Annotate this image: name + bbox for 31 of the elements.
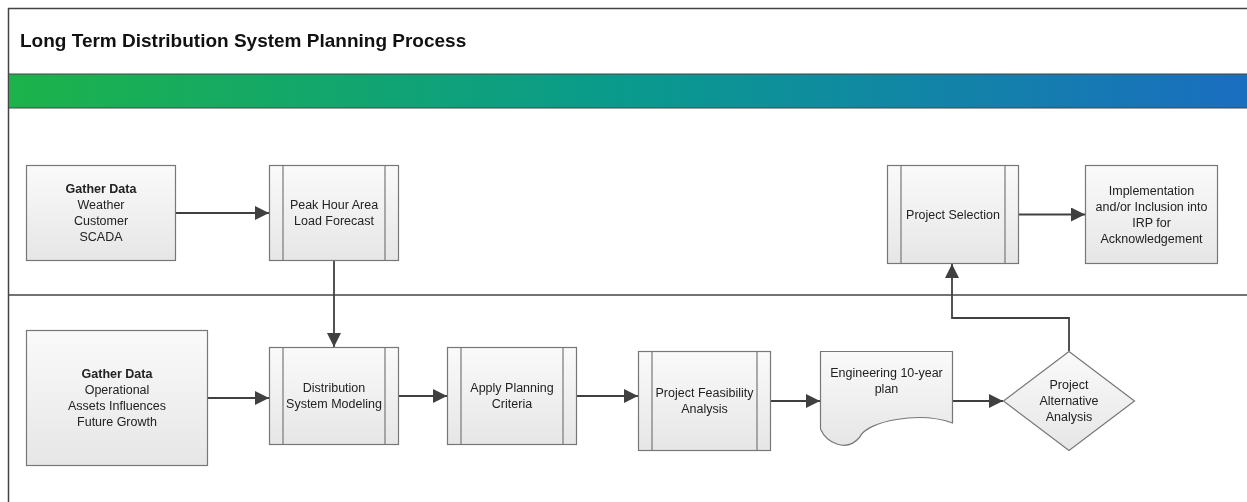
node-label: Apply Planning Criteria <box>469 380 555 412</box>
process-box <box>26 165 176 261</box>
arrow <box>327 260 341 348</box>
node-label: Project Feasibility Analysis <box>654 385 755 417</box>
predefined-process-box <box>887 165 1019 264</box>
predefined-process-box <box>269 347 399 445</box>
node-heading: Gather Data <box>65 181 137 197</box>
node-heading: Gather Data <box>81 366 153 382</box>
arrow <box>952 394 1004 408</box>
node-label: Project Selection <box>906 206 1000 223</box>
node-label: Engineering 10-year plan <box>829 365 944 397</box>
predefined-process-box <box>447 347 577 445</box>
arrow <box>175 206 270 220</box>
arrow <box>576 389 639 403</box>
diagram-title: Long Term Distribution System Planning Process <box>20 30 467 52</box>
predefined-process-box <box>269 165 399 261</box>
arrow <box>207 391 270 405</box>
arrow <box>945 263 1070 352</box>
node-label: Weather Customer SCADA <box>72 197 130 245</box>
node-label: Project Alternative Analysis <box>1038 377 1100 425</box>
predefined-process-box <box>638 351 771 451</box>
node-label: Implementation and/or Inclusion into IRP for Acknowledgement <box>1094 182 1209 247</box>
process-box <box>26 330 208 466</box>
decision-diamond <box>1003 351 1135 451</box>
node-label: Operational Assets Influences Future Growth <box>68 382 166 430</box>
node-label: Peak Hour Area Load Forecast <box>288 197 380 229</box>
arrow <box>770 394 821 408</box>
process-box <box>1085 165 1218 264</box>
arrow <box>398 389 448 403</box>
node-label: Distribution System Modeling <box>285 380 383 412</box>
arrow <box>1018 207 1086 222</box>
